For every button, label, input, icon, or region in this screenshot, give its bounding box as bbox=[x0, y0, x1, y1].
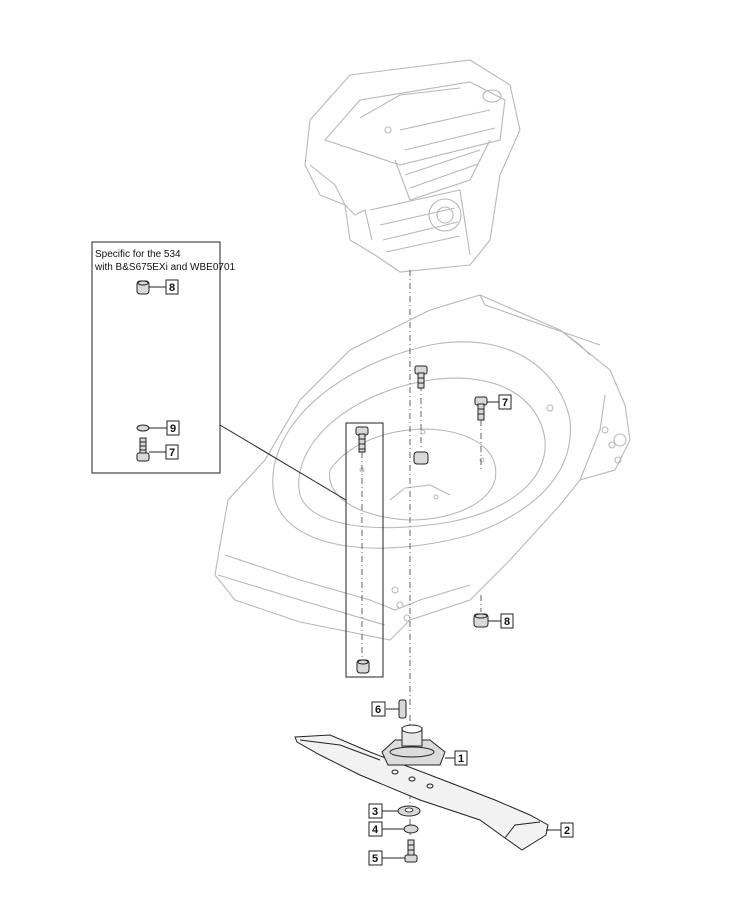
callout-box-6 bbox=[371, 701, 386, 717]
deck-flange bbox=[413, 451, 429, 465]
deck-nut-part bbox=[473, 613, 489, 628]
callout-8-deck: 8 bbox=[504, 616, 510, 628]
callout-box-8-inset bbox=[165, 279, 179, 295]
deck-bolt-left bbox=[414, 365, 428, 389]
inset-note-line1: Specific for the 534 bbox=[95, 249, 181, 260]
washer-small-part bbox=[403, 824, 419, 834]
callout-box-7-inset bbox=[165, 444, 179, 460]
callout-7-inset: 7 bbox=[169, 447, 175, 459]
callout-6: 6 bbox=[375, 704, 381, 716]
mower-deck-illustration bbox=[214, 294, 631, 641]
blade-adapter-part bbox=[381, 724, 446, 766]
inset-leader-line bbox=[219, 424, 347, 501]
callout-4: 4 bbox=[372, 824, 379, 836]
callout-9-inset: 9 bbox=[170, 423, 176, 435]
callout-1: 1 bbox=[458, 753, 464, 765]
callout-5: 5 bbox=[372, 853, 378, 865]
callout-box-9-inset bbox=[166, 420, 180, 436]
callout-2: 2 bbox=[564, 825, 570, 837]
callout-box-8-deck bbox=[500, 613, 514, 629]
callout-box-2 bbox=[560, 822, 574, 838]
callout-box-3 bbox=[368, 803, 383, 819]
callout-7-deck: 7 bbox=[502, 397, 508, 409]
callout-3: 3 bbox=[372, 806, 378, 818]
inset-note-line2: with B&S675EXi and WBE0701 bbox=[94, 262, 236, 273]
inset-bolt-part bbox=[136, 437, 150, 462]
inset-washer-part bbox=[136, 424, 150, 432]
inset-panel: Specific for the 534 with B&S675EXi and … bbox=[91, 241, 236, 474]
callout-box-7-deck bbox=[498, 394, 512, 410]
blade-bolt-part bbox=[404, 839, 418, 863]
callout-box-4 bbox=[368, 821, 383, 837]
engine-illustration bbox=[304, 59, 521, 273]
column-nut-part bbox=[356, 659, 370, 674]
highlight-column bbox=[345, 422, 384, 678]
deck-bolt-right bbox=[474, 396, 488, 421]
callout-8-inset: 8 bbox=[169, 282, 175, 294]
key-part bbox=[398, 699, 407, 719]
callout-box-1 bbox=[454, 750, 468, 766]
column-bolt-part bbox=[355, 426, 369, 453]
washer-large-part bbox=[397, 805, 421, 817]
callout-box-5 bbox=[368, 850, 383, 866]
inset-nut-part bbox=[136, 280, 150, 295]
